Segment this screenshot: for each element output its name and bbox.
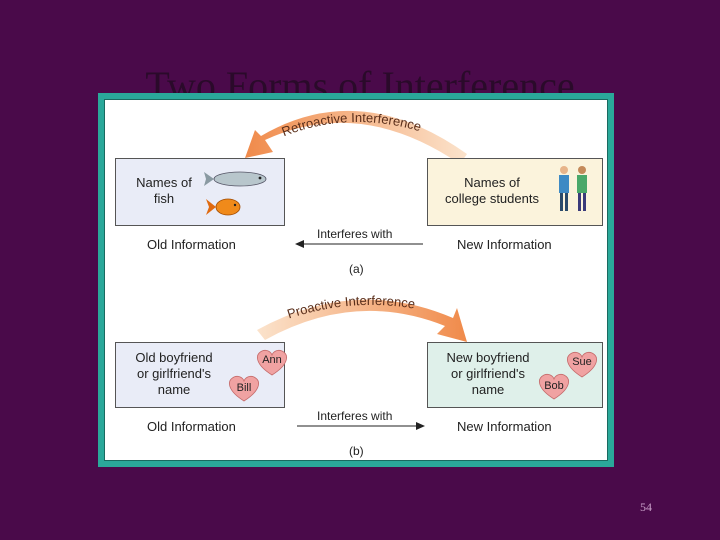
panel-a-arrow-label: Interferes with [317,227,393,241]
fish-box-line1: Names of [136,175,192,190]
old-name-line3: name [157,382,191,397]
heart-ann: Ann [262,354,282,366]
panel-a-left-arrow [295,240,423,248]
panel-b-letter: (b) [349,444,364,458]
heart-icon: Bob [539,373,569,400]
heart-icon: Ann [257,349,287,376]
panel-b-old-label: Old Information [147,419,236,434]
students-box-line2: college students [445,191,539,206]
panel-b-right-arrow [297,422,425,430]
heart-icon: Sue [567,351,597,378]
students-box-line1: Names of [464,175,520,190]
heart-icon: Bill [229,375,259,402]
old-info-box-fish: Names of fish [115,158,285,226]
page-number: 54 [640,500,652,514]
old-name-line1: Old boyfriend [135,350,213,365]
panel-a-old-label: Old Information [147,237,236,252]
proactive-arc: Proactive Interference [257,293,467,342]
retroactive-arc: Retroactive Interference [245,110,467,164]
retroactive-label: Retroactive Interference [279,110,423,139]
old-info-box-name: Old boyfriend or girlfriend's name Ann B… [115,342,287,408]
new-name-line1: New boyfriend [446,350,530,365]
panel-b-arrow-label: Interferes with [317,409,393,423]
heart-bill: Bill [237,382,252,394]
heart-bob: Bob [544,380,564,392]
retroactive-arrow [245,110,467,164]
proactive-arrow [257,299,467,342]
fish-illustration [204,171,267,216]
panel-a-letter: (a) [349,262,364,276]
fish-box-line2: fish [153,191,175,206]
fish-icon [204,171,267,187]
old-name-line2: or girlfriend's [136,366,211,381]
figure-panel: Retroactive Interference Names of fish [104,99,608,461]
new-info-box-students: Names of college students [427,158,603,226]
new-name-line3: name [471,382,505,397]
interference-figure: Retroactive Interference Names of fish [98,93,614,467]
new-info-box-name: New boyfriend or girlfriend's name Sue B… [427,342,603,408]
heart-sue: Sue [572,356,592,368]
new-name-line2: or girlfriend's [450,366,525,381]
panel-a-new-label: New Information [457,237,552,252]
students-icon [559,166,587,211]
goldfish-icon [206,198,241,216]
panel-b-new-label: New Information [457,419,552,434]
